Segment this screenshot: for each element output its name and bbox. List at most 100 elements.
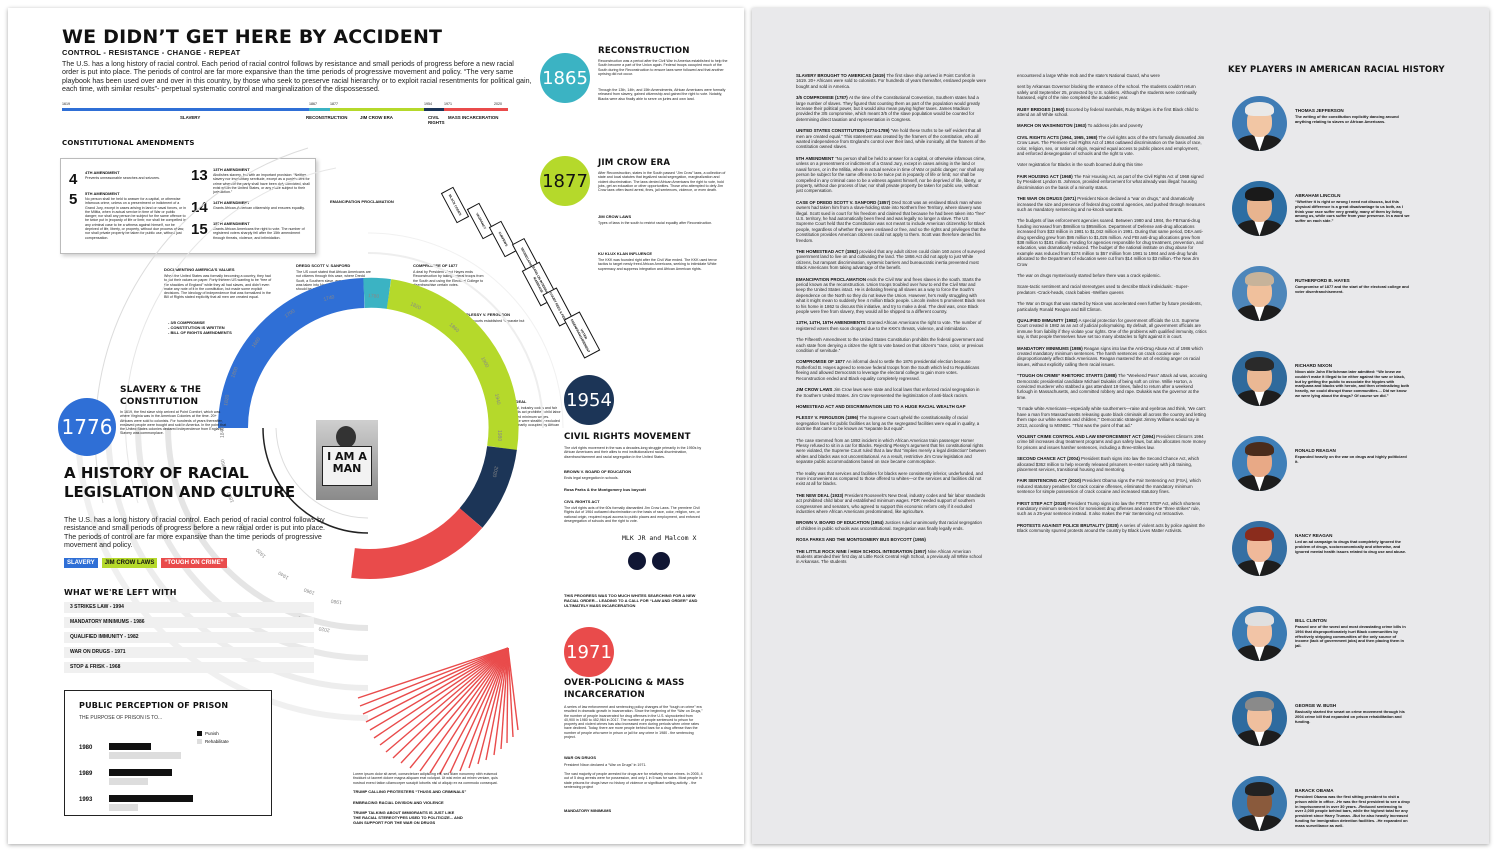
- entry-body: Scare-tactic sentiment and racial stereo…: [1017, 284, 1189, 295]
- col2-entry-1: encountered a large White mob and the st…: [1017, 73, 1207, 78]
- protest-photo: I AM A MAN: [316, 420, 378, 500]
- reconstruction-arc: [363, 277, 391, 309]
- entry-body: President Bush signs into law the Second…: [1017, 456, 1200, 472]
- war-on-drugs-heading: WAR ON DRUGS: [564, 755, 596, 760]
- history-legend: SLAVERY JIM CROW LAWS “TOUGH ON CRIME”: [64, 558, 227, 568]
- timeline-label-mass: MASS INCARCERATION: [448, 115, 499, 120]
- col1-entry-15: The reality was that services and facili…: [796, 471, 986, 487]
- jimcrow-arc: [386, 279, 519, 451]
- entry-body: Justices ruled unanimously that racial s…: [796, 520, 982, 531]
- col2-entry-12: The War on Drugs that was started by Nix…: [1017, 301, 1207, 312]
- col1-entry-4: 5TH AMENDMENT “No person shall be held t…: [796, 156, 986, 194]
- entry-body: The Fifteenth Amendment to the United St…: [796, 337, 984, 354]
- leftwith-heading: WHAT WE'RE LEFT WITH: [64, 588, 177, 597]
- player-name: BARACK OBAMA: [1295, 788, 1334, 793]
- year-1877-circle: 1877: [540, 156, 590, 206]
- compromise-text: A deal by President Elect Hayes ends Rec…: [413, 270, 484, 287]
- player-description: Passed one of the worst and most devasta…: [1295, 624, 1406, 649]
- ring-year-1880: 1880: [226, 491, 236, 504]
- fan-line-16: [459, 647, 509, 772]
- mass-incarceration-bar: [444, 108, 508, 111]
- values-bullet-3: - BILL OF RIGHTS AMENDMENTS: [168, 330, 232, 335]
- col2-entry-9: The budgets of law enforcement agencies …: [1017, 218, 1207, 267]
- amendment-title-4: 4TH AMENDMENT: [85, 170, 120, 175]
- col2-entry-2: sent by Arkansas Governor blocking the e…: [1017, 84, 1207, 100]
- prison-year-label: 1993: [79, 797, 93, 803]
- legend-punish: Punish: [205, 731, 219, 736]
- ring-year-1840: 1840: [220, 427, 226, 438]
- entry-heading: QUALIFIED IMMUNITY (1982): [1017, 318, 1079, 323]
- reconstruction-bar: [309, 108, 330, 111]
- portrait-icon: [1232, 776, 1287, 831]
- ring-year-1940: 1940: [493, 393, 501, 405]
- leftwith-item-1: 3 STRIKES LAW - 1994: [70, 604, 124, 610]
- entry-heading: BROWN V. BOARD OF EDUCATION (1954): [796, 520, 885, 526]
- fan-line-24: [507, 647, 519, 731]
- poster-subtitle: CONTROL - RESISTANCE - CHANGE - REPEAT: [62, 48, 241, 57]
- player-name: ABRAHAM LINCOLN: [1295, 193, 1341, 198]
- civil-rights-arc: [459, 445, 517, 528]
- entry-body: Dred Scott was an enslaved Black man who…: [796, 199, 986, 243]
- values-bullet-2: - CONSTITUTION IS WRITTEN: [168, 325, 225, 330]
- col1-entry-2: 3/5 COMPROMISE (1787) At the time of the…: [796, 95, 986, 122]
- poster-title: WE DIDN’T GET HERE BY ACCIDENT: [62, 26, 443, 48]
- values-bullet-1: - 3/5 COMPROMISE: [168, 320, 205, 325]
- portrait-icon: [1232, 266, 1287, 321]
- entry-heading: 13TH, 14TH, 15TH AMENDMENTS: [796, 320, 867, 326]
- col1-entry-5: CASE OF DREDD SCOTT V. SANFORD (1857) Dr…: [796, 200, 986, 243]
- amendment-title-15: 15TH AMENDMENT: [213, 221, 250, 226]
- amendment-title-5: 5TH AMENDMENT: [85, 191, 120, 196]
- entry-body: provided that any adult citizen could cl…: [796, 248, 985, 271]
- year-1954-circle: 1954: [564, 375, 614, 425]
- col2-entry-14: MANDATORY MINIMUMS (1986) Reagan signs i…: [1017, 346, 1207, 368]
- rehab-bar: [109, 778, 148, 785]
- player-description: Compromise of 1877 and the start of the …: [1295, 284, 1409, 294]
- history-title: A HISTORY OF RACIAL LEGISLATION AND CULT…: [64, 464, 296, 501]
- entry-body: The reality was that services and facili…: [796, 470, 983, 487]
- entry-body: Voter registration for Blacks in the sou…: [1017, 162, 1143, 168]
- reconstruction-title: RECONSTRUCTION: [598, 46, 690, 56]
- fan-line-10: [400, 647, 509, 764]
- emancipation-label: EMANCIPATION PROCLAMATION: [330, 199, 394, 204]
- amendment-num-4: 4: [69, 171, 78, 188]
- entry-heading: THE LITTLE ROCK NINE / HIGH SCHOOL INTEG…: [796, 548, 928, 554]
- war-on-drugs-text: President Nixon declared a “War on Drugs…: [564, 763, 647, 767]
- ring-year-1980-b: 1980: [330, 597, 342, 605]
- fan-line-7: [379, 647, 509, 746]
- mass-incarceration-fan: [357, 647, 519, 775]
- fan-line-17: [468, 647, 509, 769]
- leftwith-item-3: QUALIFIED IMMUNITY - 1982: [70, 634, 139, 640]
- amendment-text-5: No person shall be held to answer for a …: [85, 197, 187, 240]
- kkk-heading: KU KLUX KLAN INFLUENCE: [598, 251, 652, 256]
- entry-heading: FAIR HOUSING ACT (1968): [1017, 173, 1074, 179]
- prison-year-label: 1980: [79, 745, 93, 751]
- entry-body: A special protection for government offi…: [1017, 318, 1207, 340]
- entry-body: President Trump signs into law the FIRST…: [1017, 500, 1201, 517]
- entry-heading: PROTESTS AGAINST POLICE BRUTALITY (2020): [1017, 522, 1120, 528]
- col1-entry-10: COMPROMISE OF 1877 An informal deal to s…: [796, 359, 986, 381]
- portrait-icon: [1232, 691, 1287, 746]
- entry-body: A series of violent acts by police again…: [1017, 522, 1205, 534]
- col2-entry-8: THE WAR ON DRUGS (1971) President Nixon …: [1017, 196, 1207, 212]
- inner-black-arc: [262, 427, 369, 534]
- protester-head: [336, 426, 356, 448]
- entry-heading: MANDATORY MINIMUMS (1986): [1017, 345, 1084, 351]
- prison-perception-chart: PUBLIC PERCEPTION OF PRISON THE PURPOSE …: [64, 690, 272, 816]
- prison-year-label: 1989: [79, 771, 93, 777]
- ring-year-1740: 1740: [323, 294, 336, 303]
- lorem-ipsum-block: Lorem ipsum dolor sit amet, consectetuer…: [353, 772, 498, 785]
- fan-line-12: [419, 647, 509, 772]
- entry-body: President Nixon declared a “war on drugs…: [1017, 196, 1205, 212]
- lower-grey-arc-1: [165, 427, 369, 631]
- entry-heading: PLESSY V. FERGUSON (1896): [796, 415, 860, 421]
- civil-rights-bar: [424, 108, 444, 111]
- player-name: BILL CLINTON: [1295, 618, 1327, 623]
- leftwith-item-4: WAR ON DRUGS - 1971: [70, 649, 126, 655]
- slavery-arc: [218, 278, 365, 429]
- trump-note-3: TRUMP TALKING ABOUT IMMIGRANTS IS JUST L…: [353, 810, 463, 825]
- portrait-icon: [1232, 181, 1287, 236]
